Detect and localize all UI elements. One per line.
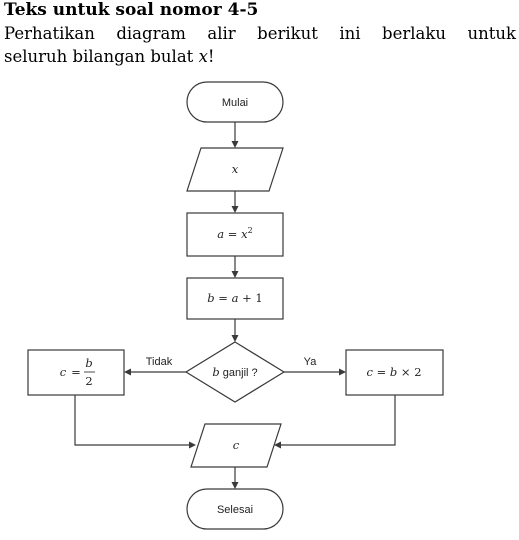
arrowhead (124, 368, 131, 376)
instruction-variable: x (198, 47, 208, 66)
process-yes-op: × 2 (397, 365, 421, 379)
process-b-eq: = (215, 291, 232, 305)
output-label: c (233, 438, 240, 452)
instruction-word: Perhatikan (4, 24, 95, 43)
process-b: b = a + 1 (186, 277, 284, 320)
instruction-end: ! (207, 47, 215, 66)
edge-yes-output (280, 395, 396, 446)
instruction-word: untuk (467, 24, 516, 43)
process-yes-eq: = (373, 365, 390, 379)
instruction-line-1: Perhatikan diagram alir berikut ini berl… (4, 22, 516, 45)
process-b-op: + 1 (238, 291, 262, 305)
fraction-denominator: 2 (85, 374, 92, 388)
process-b-rhs: a (232, 291, 239, 305)
end-terminal: Selesai (186, 488, 284, 530)
start-shape (186, 81, 284, 123)
instruction-line-2-text: seluruh bilangan bulat (4, 47, 199, 66)
decision-shape (184, 341, 286, 403)
process-yes: c = b × 2 (345, 349, 444, 396)
branch-no-label: Tidak (146, 356, 173, 368)
process-no-lhs: c (60, 365, 67, 379)
instruction-word: diagram (116, 24, 186, 43)
process-b-shape (186, 277, 284, 320)
edge-no-output (74, 395, 190, 446)
decision-text: ganjil ? (220, 367, 258, 379)
arrowhead (231, 206, 239, 213)
section-title: Teks untuk soal nomor 4-5 (4, 0, 259, 20)
process-a-shape (186, 212, 284, 257)
fraction-numerator: b (85, 356, 92, 370)
process-a: a = x2 (186, 212, 284, 257)
process-b-lhs: b (207, 291, 214, 305)
instruction-word: alir (207, 24, 236, 43)
decision-var: b (212, 365, 219, 379)
instruction-word: berlaku (382, 24, 446, 43)
process-no-eq: = (71, 365, 81, 379)
instruction-word: ini (339, 24, 361, 43)
arrowhead (189, 441, 196, 449)
arrowhead (339, 368, 346, 376)
instruction-line-2: seluruh bilangan bulat x! (4, 45, 516, 68)
instruction-word: berikut (257, 24, 318, 43)
input-node: x (186, 147, 284, 192)
process-yes-lhs: c (366, 365, 373, 379)
arrowhead (231, 271, 239, 278)
process-yes-label: c = b × 2 (366, 365, 421, 379)
branch-yes-label: Ya (304, 356, 318, 368)
output-node: c (190, 423, 282, 468)
arrowhead (231, 141, 239, 148)
decision-label: b ganjil ? (212, 365, 257, 379)
output-shape (190, 423, 282, 468)
end-label: Selesai (217, 504, 253, 516)
input-label: x (232, 162, 239, 176)
arrowhead (231, 335, 239, 342)
process-no: c = b 2 (27, 349, 125, 396)
process-a-rhs: x (241, 227, 248, 241)
start-terminal: Mulai (186, 81, 284, 123)
arrowhead (231, 482, 239, 489)
process-yes-b: b (390, 365, 397, 379)
end-shape (186, 488, 284, 530)
input-shape (186, 147, 284, 192)
arrowhead (274, 441, 281, 449)
process-a-lhs: a (217, 227, 224, 241)
decision-node: b ganjil ? (184, 341, 286, 403)
process-a-exponent: 2 (248, 226, 253, 235)
process-b-label: b = a + 1 (207, 291, 262, 305)
process-a-eq: = (224, 227, 241, 241)
start-label: Mulai (222, 97, 248, 109)
process-no-shape (27, 349, 125, 396)
process-a-label: a = x2 (217, 226, 252, 241)
instruction-text: Perhatikan diagram alir berikut ini berl… (4, 22, 516, 68)
process-yes-shape (345, 349, 444, 396)
